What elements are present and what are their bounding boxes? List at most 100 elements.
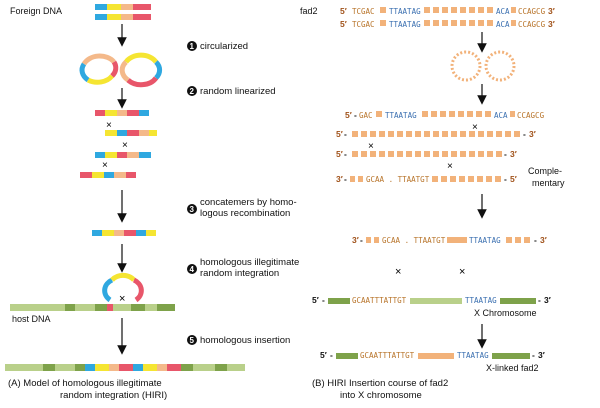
linear-fragment-4 <box>80 172 136 178</box>
svg-text:TCGAC: TCGAC <box>352 20 375 29</box>
svg-text:3′: 3′ <box>529 129 536 139</box>
svg-text:GCAATTTATTGT: GCAATTTATTGT <box>352 296 407 305</box>
svg-text:5′: 5′ <box>510 174 517 184</box>
svg-text:GAC: GAC <box>359 111 373 120</box>
step-4-text-line1: homologous illegitimate <box>200 257 299 268</box>
svg-text:CCAGCG: CCAGCG <box>518 20 546 29</box>
svg-text:-: - <box>344 174 347 184</box>
r-cross-2: × <box>368 141 374 152</box>
svg-text:5′: 5′ <box>336 149 343 159</box>
svg-text:-: - <box>523 129 526 139</box>
recombinant-strand: 3′ - GCAA . TTAATGT TTAATAG - 3′ <box>352 235 547 245</box>
caption-b-line1: (B) HIRI Insertion course of fad2 <box>312 378 448 389</box>
svg-text:-: - <box>538 295 541 305</box>
svg-text:ACA: ACA <box>494 111 508 120</box>
svg-text:TTAATAG: TTAATAG <box>465 296 497 305</box>
host-dna-bar <box>10 304 175 311</box>
step-1-badge <box>187 41 197 51</box>
svg-text:-: - <box>344 149 347 159</box>
caption-a-line2: random integration (HIRI) <box>60 390 167 401</box>
dotted-circle-left <box>450 50 482 82</box>
cross-mark-2: × <box>122 140 128 151</box>
lin-strand-2: 5′ - - 3′ <box>336 129 536 139</box>
step-3-text-line2: logous recombination <box>200 208 290 219</box>
svg-text:GCAA . TTAATGT: GCAA . TTAATGT <box>366 175 430 184</box>
complementary-label-line2: mentary <box>532 178 565 188</box>
lin-strand-3: 5′ - - 3′ <box>336 149 517 159</box>
svg-text:3′: 3′ <box>510 149 517 159</box>
svg-text:TTAATAG: TTAATAG <box>389 7 421 16</box>
step-4-badge <box>187 264 197 274</box>
step-2-number: 2 <box>190 87 195 96</box>
concatemer-bar <box>92 230 156 236</box>
svg-text:-: - <box>504 149 507 159</box>
complementary-label-line1: Comple- <box>528 166 562 176</box>
fad2-label: fad2 <box>300 6 318 16</box>
svg-text:TCGAC: TCGAC <box>352 7 375 16</box>
x-chromosome-strand: 5′ - GCAATTTATTGT TTAATAG - 3′ <box>312 295 551 305</box>
svg-text:-: - <box>330 350 333 360</box>
r-cross-4: × <box>395 266 401 278</box>
svg-text:3′: 3′ <box>538 350 545 360</box>
step-2-badge <box>187 86 197 96</box>
svg-text:CCAGCG: CCAGCG <box>517 111 545 120</box>
svg-text:TTAATAG: TTAATAG <box>457 351 489 360</box>
svg-text:TTAATAG: TTAATAG <box>469 236 501 245</box>
x-chromosome-label: X Chromosome <box>474 308 537 318</box>
lin-strand-1: 5′ - GAC TTAATAG ACA CCAGCG <box>345 110 545 120</box>
svg-text:5′: 5′ <box>312 295 319 305</box>
fad2-strand-top: 5′ TCGAC TTAATAG ACA CCAGCG 3′ <box>340 6 555 16</box>
svg-text:TTAATAG: TTAATAG <box>385 111 417 120</box>
step-3-number: 3 <box>190 205 195 214</box>
cross-mark-3: × <box>102 160 108 171</box>
x-linked-fad2-strand: 5′ - GCAATTTATTGT TTAATAG - 3′ <box>320 350 545 360</box>
svg-text:3′: 3′ <box>540 235 547 245</box>
step-2-text: random linearized <box>200 86 276 97</box>
foreign-dna-bar-top <box>95 4 151 10</box>
step-4-number: 4 <box>190 265 195 274</box>
x-linked-fad2-label: X-linked fad2 <box>486 363 539 373</box>
svg-text:5′: 5′ <box>336 129 343 139</box>
svg-text:3′: 3′ <box>352 235 359 245</box>
svg-text:-: - <box>532 350 535 360</box>
circular-dna-left <box>79 53 119 85</box>
linear-fragment-2 <box>105 130 157 136</box>
svg-text:3′: 3′ <box>544 295 551 305</box>
svg-text:GCAATTTATTGT: GCAATTTATTGT <box>360 351 415 360</box>
cross-mark-1: × <box>106 120 112 131</box>
final-inserted-dna <box>5 364 245 371</box>
svg-text:-: - <box>534 235 537 245</box>
integration-cross: × <box>119 293 125 305</box>
svg-text:3′: 3′ <box>548 6 555 16</box>
linear-fragment-3 <box>95 152 151 158</box>
fad2-strand-bottom: 5′ TCGAC TTAATAG ACA CCAGCG 3′ <box>340 19 555 29</box>
step-1-number: 1 <box>190 42 195 51</box>
integrating-loop <box>102 272 144 303</box>
svg-text:-: - <box>504 174 507 184</box>
linear-fragment-1 <box>95 110 149 116</box>
step-3-text-line1: concatemers by homo- <box>200 197 297 208</box>
r-cross-3: × <box>447 161 453 172</box>
svg-text:-: - <box>344 129 347 139</box>
foreign-dna-bar-bottom <box>95 14 151 20</box>
step-5-badge <box>187 335 197 345</box>
r-cross-1: × <box>472 122 478 133</box>
caption-a-line1: (A) Model of homologous illegitimate <box>8 378 162 389</box>
foreign-dna-label: Foreign DNA <box>10 6 62 16</box>
svg-text:5′: 5′ <box>340 6 347 16</box>
lin-strand-4-complementary: 3′ - GCAA . TTAATGT - 5′ <box>336 174 517 184</box>
dotted-circle-right <box>484 50 516 82</box>
svg-text:GCAA . TTAATGT: GCAA . TTAATGT <box>382 236 446 245</box>
svg-text:5′: 5′ <box>320 350 327 360</box>
step-1-text: circularized <box>200 41 248 52</box>
svg-text:TTAATAG: TTAATAG <box>389 20 421 29</box>
circular-dna-right <box>119 52 163 88</box>
caption-b-line2: into X chromosome <box>340 390 422 401</box>
svg-text:CCAGCG: CCAGCG <box>518 7 546 16</box>
svg-text:ACA: ACA <box>496 7 510 16</box>
host-dna-label: host DNA <box>12 314 51 324</box>
svg-text:3′: 3′ <box>336 174 343 184</box>
step-5-number: 5 <box>190 336 195 345</box>
svg-text:-: - <box>322 295 325 305</box>
